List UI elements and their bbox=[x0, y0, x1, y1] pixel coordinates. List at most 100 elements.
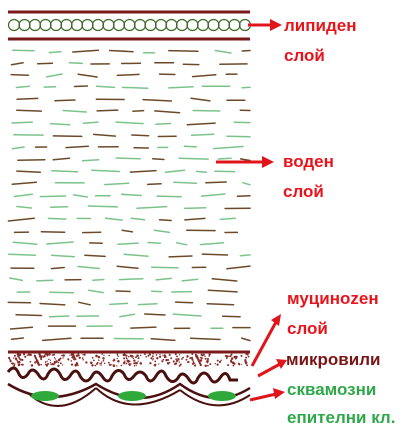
lipid-molecule bbox=[114, 20, 125, 31]
mucin-dot bbox=[200, 357, 201, 358]
mucin-dot bbox=[137, 361, 138, 362]
mucin-dot bbox=[201, 354, 203, 356]
lipid-molecule bbox=[198, 20, 209, 31]
water-dash bbox=[119, 279, 142, 280]
mucin-dot bbox=[92, 357, 94, 359]
water-dash bbox=[83, 160, 99, 161]
water-dash bbox=[122, 194, 142, 195]
mucin-dot bbox=[50, 362, 51, 363]
lipid-molecule bbox=[156, 20, 167, 31]
label-mucin-layer: муциноzен слой bbox=[287, 289, 379, 339]
lipid-molecule bbox=[177, 20, 188, 31]
mucin-dot bbox=[174, 363, 176, 365]
mucin-dot bbox=[233, 363, 235, 365]
water-dash bbox=[148, 184, 161, 185]
mucin-dot bbox=[189, 357, 191, 359]
mucin-dot bbox=[72, 353, 74, 355]
mucin-dot bbox=[79, 357, 81, 359]
mucin-dot bbox=[203, 354, 205, 356]
water-dash bbox=[93, 280, 104, 281]
mucin-dot bbox=[140, 355, 141, 356]
mucin-dot bbox=[11, 363, 12, 364]
mucin-dot bbox=[62, 364, 63, 365]
water-dash bbox=[200, 243, 223, 245]
water-dash bbox=[70, 63, 83, 64]
water-dash bbox=[151, 339, 175, 341]
water-dash bbox=[12, 147, 24, 149]
mucin-dot bbox=[136, 355, 139, 358]
mucin-dot bbox=[241, 355, 243, 357]
water-dash bbox=[48, 218, 66, 219]
mucin-dot bbox=[126, 358, 128, 360]
water-dash bbox=[242, 51, 250, 52]
mucin-dot bbox=[167, 362, 169, 364]
water-dash bbox=[130, 171, 156, 173]
mucin-dot bbox=[69, 355, 70, 356]
mucin-dot bbox=[62, 354, 64, 357]
water-dash bbox=[184, 146, 196, 147]
water-dash bbox=[43, 338, 71, 340]
mucin-dot bbox=[67, 358, 69, 360]
water-dash bbox=[97, 86, 115, 87]
water-dash bbox=[12, 122, 32, 123]
mucin-dot bbox=[150, 357, 152, 359]
water-dash bbox=[137, 207, 167, 209]
mucin-dot bbox=[91, 364, 93, 366]
mucin-dot bbox=[60, 362, 62, 364]
mucin-dot bbox=[153, 358, 154, 359]
water-dash bbox=[66, 146, 88, 147]
water-dash bbox=[92, 170, 119, 171]
mucin-dot bbox=[8, 357, 10, 359]
mucin-dot bbox=[98, 356, 101, 359]
label-mucin-line2: слой bbox=[287, 319, 379, 339]
mucin-dot bbox=[58, 362, 60, 364]
lipid-molecule bbox=[187, 20, 198, 31]
water-dash bbox=[155, 111, 180, 113]
mucin-dot bbox=[201, 359, 202, 360]
mucin-dot bbox=[128, 360, 130, 362]
mucin-dot bbox=[187, 361, 189, 363]
water-dash bbox=[154, 230, 169, 232]
water-dash bbox=[131, 218, 144, 220]
water-dash bbox=[63, 111, 86, 113]
water-dash bbox=[79, 302, 90, 305]
aqueous-layer bbox=[8, 50, 250, 340]
mucin-dot bbox=[131, 356, 132, 357]
mucin-dot bbox=[238, 364, 240, 366]
water-dash bbox=[17, 207, 32, 209]
mucin-dot bbox=[57, 365, 59, 367]
mucin-dot bbox=[22, 364, 24, 366]
mucin-dot bbox=[45, 361, 47, 363]
water-dash bbox=[185, 208, 206, 209]
mucin-dot bbox=[103, 360, 105, 362]
mucin-dot bbox=[50, 360, 51, 361]
lipid-molecule bbox=[72, 20, 83, 31]
mucin-dot bbox=[51, 354, 53, 356]
water-dash bbox=[12, 338, 24, 339]
mucin-dot bbox=[42, 355, 43, 356]
mucin-dot bbox=[241, 364, 242, 365]
lipid-layer bbox=[8, 12, 251, 39]
mucin-dot bbox=[82, 357, 84, 359]
mucin-dot bbox=[158, 363, 159, 364]
water-dash bbox=[173, 314, 201, 316]
mucin-dot bbox=[165, 356, 167, 358]
mucin-dot bbox=[245, 357, 247, 359]
mucin-dot bbox=[34, 355, 36, 357]
water-dash bbox=[47, 74, 62, 77]
mucin-dot bbox=[71, 356, 74, 359]
mucin-dot bbox=[18, 357, 20, 359]
mucin-dot bbox=[145, 356, 147, 358]
mucin-dot bbox=[77, 353, 79, 355]
mucin-dot bbox=[149, 362, 151, 364]
water-dash bbox=[12, 182, 36, 184]
label-aqueous-line2: слой bbox=[283, 182, 334, 202]
lipid-molecule bbox=[145, 20, 156, 31]
lipid-molecule bbox=[51, 20, 62, 31]
mucin-dot bbox=[200, 364, 202, 366]
mucin-dot bbox=[233, 356, 235, 358]
mucin-dot bbox=[230, 354, 232, 356]
mucin-dot bbox=[177, 358, 179, 360]
mucin-dot bbox=[165, 359, 167, 361]
water-dash bbox=[174, 182, 197, 183]
